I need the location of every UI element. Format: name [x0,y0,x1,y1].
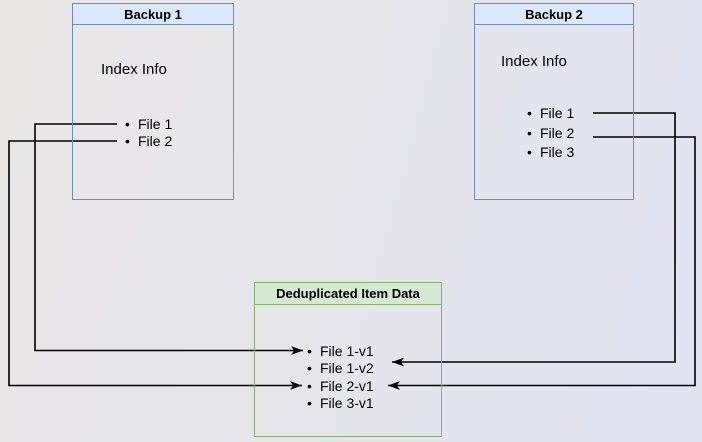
bullet-icon: • [527,124,532,141]
file-label: File 2 [138,133,173,149]
bullet-icon: • [125,116,130,132]
file-label: File 3 [540,144,575,161]
backup2-title: Backup 2 [475,4,633,25]
list-item: • File 3 [527,143,574,163]
file-label: File 2 [540,124,575,141]
file-version-label: File 1-v1 [320,342,374,359]
list-item: • File 1 [125,116,172,133]
dedup-file-list: • File 1-v1 • File 1-v2 • File 2-v1 • File 3… [307,343,374,413]
list-item: • File 1-v1 [307,343,374,361]
backup1-file-list: • File 1 • File 2 [125,116,172,150]
backup1-index-info-label: Index Info [101,61,167,78]
file-version-label: File 1-v2 [320,360,374,376]
list-item: • File 2 [125,133,172,150]
file-label: File 1 [138,116,173,132]
bullet-icon: • [307,395,312,411]
backup2-box: Backup 2 Index Info • File 1 • File 2 • Fil… [474,3,634,200]
backup1-box: Backup 1 Index Info • File 1 • File 2 [72,3,234,200]
file-version-label: File 2-v1 [320,377,374,394]
bullet-icon: • [527,144,532,161]
bullet-icon: • [125,133,130,149]
bullet-icon: • [307,377,312,394]
bullet-icon: • [307,360,312,376]
file-label: File 1 [540,105,575,121]
backup2-file-list: • File 1 • File 2 • File 3 [527,104,574,163]
list-item: • File 2-v1 [307,378,374,396]
list-item: • File 2 [527,124,574,144]
bullet-icon: • [527,105,532,121]
list-item: • File 1 [527,104,574,124]
dedup-title: Deduplicated Item Data [255,283,441,305]
backup2-index-info-label: Index Info [501,53,567,70]
list-item: • File 1-v2 [307,360,374,378]
bullet-icon: • [307,342,312,359]
backup1-title: Backup 1 [73,4,233,25]
list-item: • File 3-v1 [307,395,374,413]
deduplicated-item-data-box: Deduplicated Item Data • File 1-v1 • File … [254,282,442,437]
file-version-label: File 3-v1 [320,395,374,411]
